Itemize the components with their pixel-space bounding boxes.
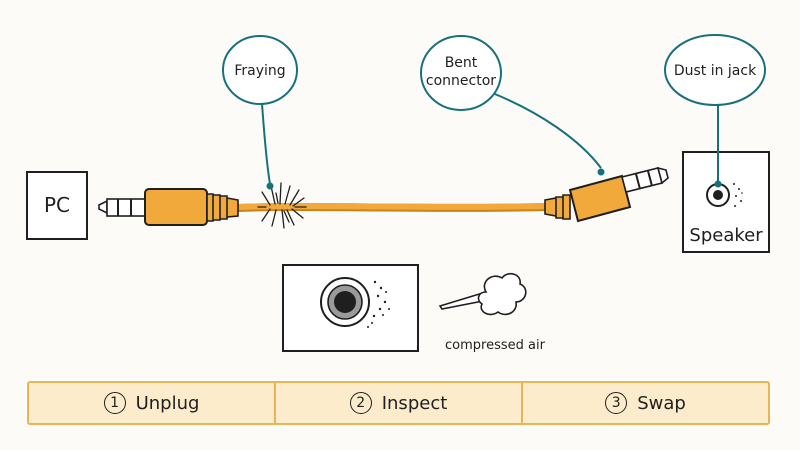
left-plug: [98, 188, 239, 226]
callout-bent-connector: Bent connector: [420, 35, 605, 176]
step-label: Inspect: [381, 392, 448, 414]
compressed-air-caption: compressed air: [445, 338, 546, 353]
callout-dust-text: Dust in jack: [674, 63, 757, 79]
inset-dust-specks: [367, 280, 390, 328]
steps-bar: 1 Unplug 2 Inspect 3 Swap: [27, 381, 770, 425]
fray-strands: [257, 182, 307, 229]
callout-fraying-text: Fraying: [234, 63, 285, 79]
step-number-badge: 1: [103, 392, 126, 414]
right-plug: [544, 166, 669, 223]
step-label: Swap: [637, 392, 686, 414]
compressed-air-icon: compressed air: [438, 272, 546, 353]
pc-label: PC: [44, 193, 70, 217]
callout-bent-line2: connector: [426, 73, 496, 89]
audio-cable: [234, 203, 549, 212]
speaker-box: Speaker: [682, 151, 770, 253]
speaker-label: Speaker: [689, 225, 763, 246]
step-swap: 3 Swap: [521, 383, 768, 423]
callout-bent-line1: Bent: [445, 55, 478, 71]
jack-closeup-inset: [282, 264, 419, 352]
callout-dust-in-jack: Dust in jack: [664, 34, 766, 188]
dust-specks: [733, 183, 743, 207]
step-label: Unplug: [135, 392, 200, 414]
pc-box: PC: [26, 171, 88, 240]
step-number-badge: 3: [605, 392, 628, 414]
step-unplug: 1 Unplug: [29, 383, 274, 423]
callout-fraying: Fraying: [222, 35, 298, 190]
step-number-badge: 2: [349, 392, 372, 414]
step-inspect: 2 Inspect: [274, 383, 521, 423]
